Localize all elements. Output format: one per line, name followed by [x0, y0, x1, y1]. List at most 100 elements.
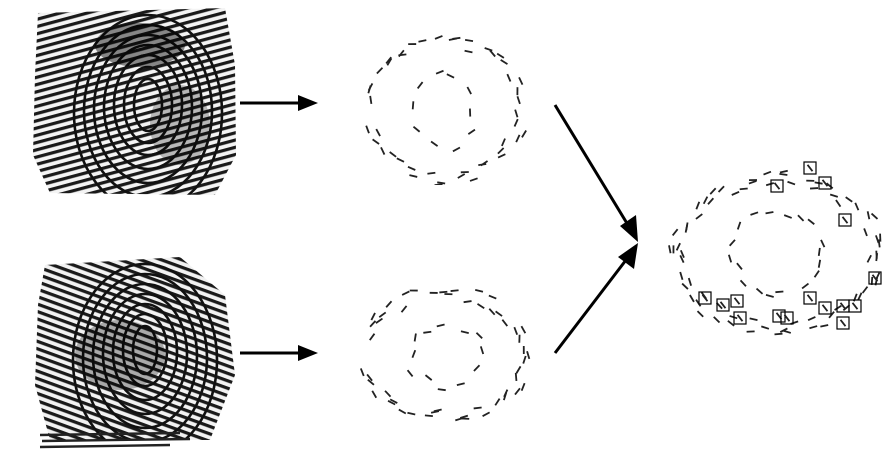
- minutia-mark: [474, 408, 482, 409]
- minutia-mark: [452, 38, 460, 39]
- minutia-mark: [438, 389, 446, 390]
- minutia-mark: [376, 129, 380, 136]
- minutia-mark: [740, 188, 748, 189]
- minutia-mark: [370, 96, 371, 104]
- arrow-icon: [238, 342, 320, 364]
- minutia-mark: [371, 313, 375, 320]
- minutia-mark: [858, 293, 861, 300]
- minutia-mark: [872, 214, 878, 219]
- minutia-mark: [386, 301, 391, 307]
- minutia-mark: [370, 321, 375, 327]
- minutia-mark: [863, 287, 868, 293]
- minutia-mark: [738, 315, 743, 321]
- minutia-mark: [680, 272, 682, 280]
- minutia-mark: [409, 175, 417, 177]
- minutia-mark: [515, 388, 520, 394]
- minutia-mark: [502, 139, 505, 146]
- minutia-mark: [766, 295, 774, 297]
- minutia-mark: [775, 292, 783, 293]
- minutia-mark: [749, 181, 757, 184]
- minutia-mark: [522, 131, 526, 138]
- minutia-mark: [515, 119, 518, 126]
- minutia-mark: [413, 101, 414, 109]
- minutia-mark: [735, 298, 740, 304]
- minutiae-map-top: [345, 15, 545, 185]
- minutia-mark: [808, 219, 814, 224]
- minutia-mark: [879, 239, 880, 247]
- minutiae-map-bottom: [345, 270, 545, 430]
- minutia-mark: [843, 217, 848, 223]
- minutia-mark: [431, 411, 439, 413]
- minutia-mark: [732, 192, 739, 195]
- minutia-mark: [453, 148, 460, 152]
- minutia-mark: [808, 295, 813, 301]
- arrow-icon: [550, 235, 650, 360]
- minutia-mark: [779, 174, 787, 175]
- minutia-mark: [677, 243, 680, 250]
- minutia-mark: [868, 211, 870, 219]
- minutia-mark: [467, 87, 471, 94]
- minutia-mark: [728, 321, 734, 326]
- minutia-mark: [437, 182, 445, 183]
- minutia-mark: [402, 306, 407, 312]
- minutia-mark: [821, 240, 824, 247]
- minutia-mark: [489, 309, 494, 315]
- minutia-mark: [523, 356, 525, 364]
- minutia-mark: [775, 183, 780, 189]
- minutia-mark: [737, 263, 742, 269]
- minutia-mark: [377, 68, 383, 74]
- minutia-mark: [427, 173, 435, 174]
- minutia-mark: [379, 312, 385, 317]
- minutia-mark: [750, 212, 758, 215]
- minutia-mark: [669, 245, 671, 253]
- minutia-mark: [507, 74, 510, 81]
- minutia-mark: [855, 203, 858, 210]
- minutia-mark: [774, 334, 782, 335]
- minutia-mark: [802, 284, 808, 289]
- minutia-mark: [381, 147, 384, 154]
- minutia-mark: [498, 148, 504, 154]
- minutia-mark: [408, 370, 413, 376]
- minutia-mark: [783, 331, 791, 333]
- minutia-mark: [823, 305, 828, 311]
- minutia-mark: [455, 418, 463, 420]
- minutia-mark: [819, 260, 820, 268]
- minutia-mark: [485, 48, 493, 51]
- minutia-mark: [465, 51, 473, 53]
- minutia-mark: [830, 194, 838, 196]
- minutia-mark: [464, 301, 472, 302]
- minutia-mark: [418, 40, 426, 42]
- minutia-mark: [780, 171, 788, 173]
- minutia-mark: [413, 127, 419, 132]
- minutia-mark: [761, 326, 769, 328]
- minutia-mark: [521, 326, 525, 333]
- arrow-icon: [550, 100, 650, 250]
- minutia-mark: [730, 240, 735, 246]
- minutia-mark: [784, 215, 792, 218]
- minutia-mark: [370, 334, 375, 340]
- minutia-mark: [798, 215, 804, 221]
- minutia-mark: [757, 289, 763, 294]
- minutia-mark: [815, 271, 819, 278]
- minutia-mark: [682, 284, 688, 290]
- minutia-mark: [461, 331, 469, 333]
- minutia-mark: [808, 165, 813, 171]
- minutia-mark: [407, 413, 415, 415]
- minutia-mark: [447, 74, 454, 77]
- minutia-mark: [490, 50, 495, 56]
- minutia-mark: [361, 368, 364, 375]
- minutia-mark: [402, 291, 409, 294]
- minutia-mark: [369, 83, 373, 90]
- minutia-mark: [481, 346, 483, 354]
- minutia-mark: [431, 141, 438, 146]
- minutia-mark: [522, 383, 525, 390]
- minutia-mark: [457, 383, 465, 385]
- minutia-mark: [516, 135, 519, 142]
- minutia-mark: [418, 82, 423, 88]
- fingerprint-image-top: [30, 5, 240, 200]
- minutia-mark: [729, 255, 731, 263]
- minutia-mark: [689, 278, 691, 286]
- matched-minutiae-map: [665, 158, 890, 343]
- minutia-mark: [719, 186, 725, 192]
- minutia-mark: [399, 410, 406, 414]
